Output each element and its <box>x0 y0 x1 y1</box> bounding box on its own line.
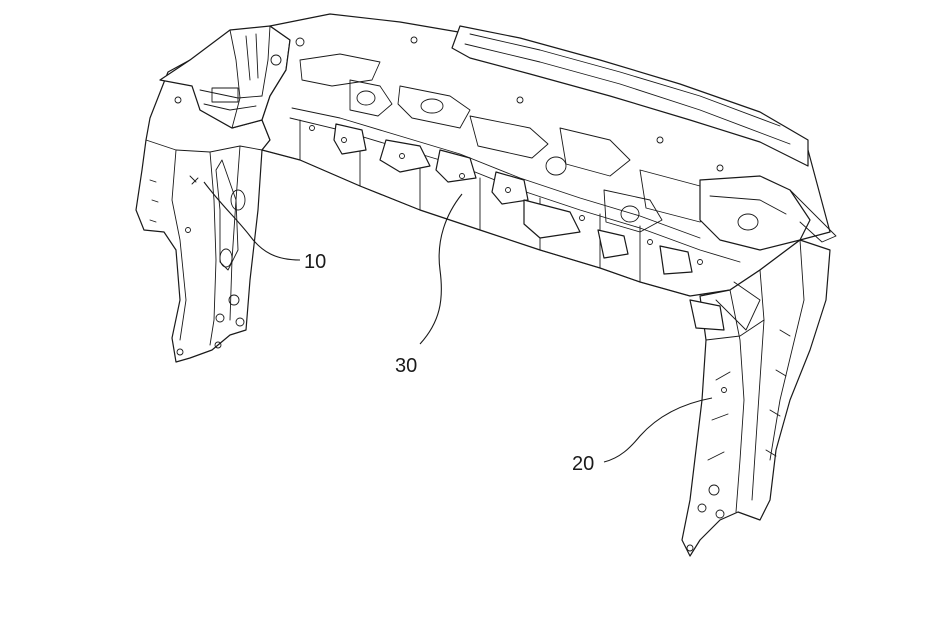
left-pillar <box>135 59 271 363</box>
right-pillar <box>681 239 831 557</box>
leader-line-30 <box>419 193 463 345</box>
reference-label-20: 20 <box>572 453 594 475</box>
leader-line-20 <box>603 397 713 463</box>
cross-beam <box>261 13 837 297</box>
reference-label-30: 30 <box>395 355 417 377</box>
reference-label-10: 10 <box>304 251 326 273</box>
leader-line-10 <box>203 181 301 261</box>
